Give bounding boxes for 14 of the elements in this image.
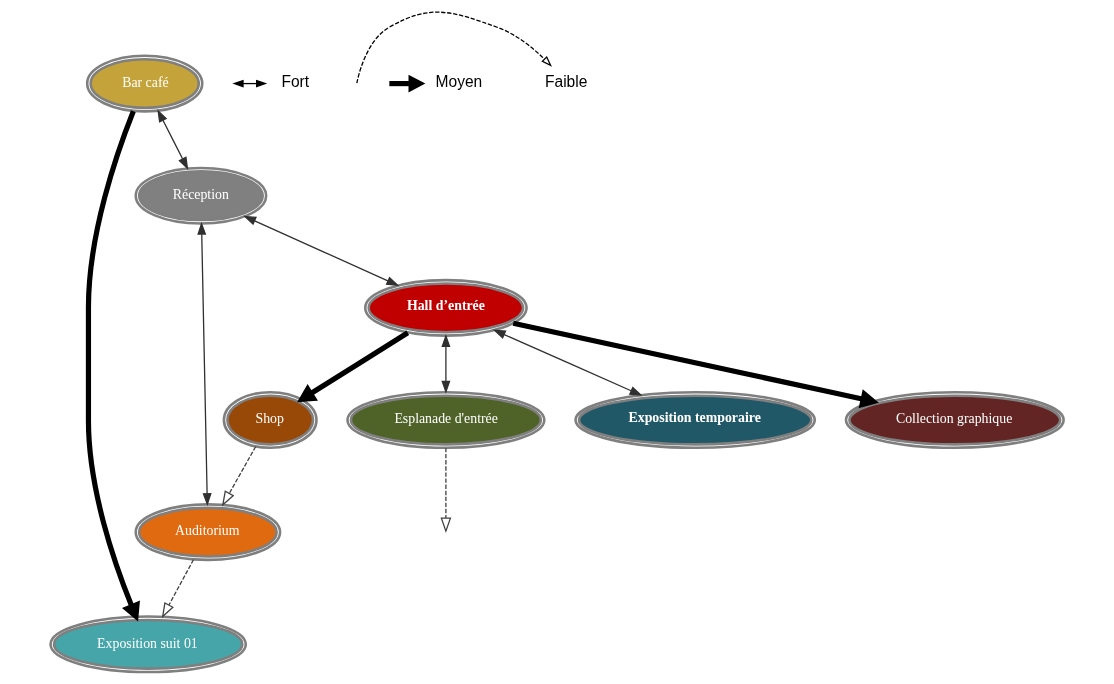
legend-label: Fort: [281, 73, 310, 91]
arrow: [297, 330, 410, 403]
legend-label: Faible: [545, 73, 588, 91]
arrow: [85, 110, 140, 622]
arrow: [492, 329, 643, 396]
arrow: [440, 447, 452, 534]
arrow: [197, 221, 212, 507]
arrow: [157, 109, 189, 170]
arrow: [243, 215, 400, 287]
arrow: [221, 446, 257, 507]
arrow: [512, 320, 879, 409]
legend-label: Moyen: [435, 73, 483, 91]
arrow: [161, 559, 195, 619]
arrow: [441, 334, 451, 394]
